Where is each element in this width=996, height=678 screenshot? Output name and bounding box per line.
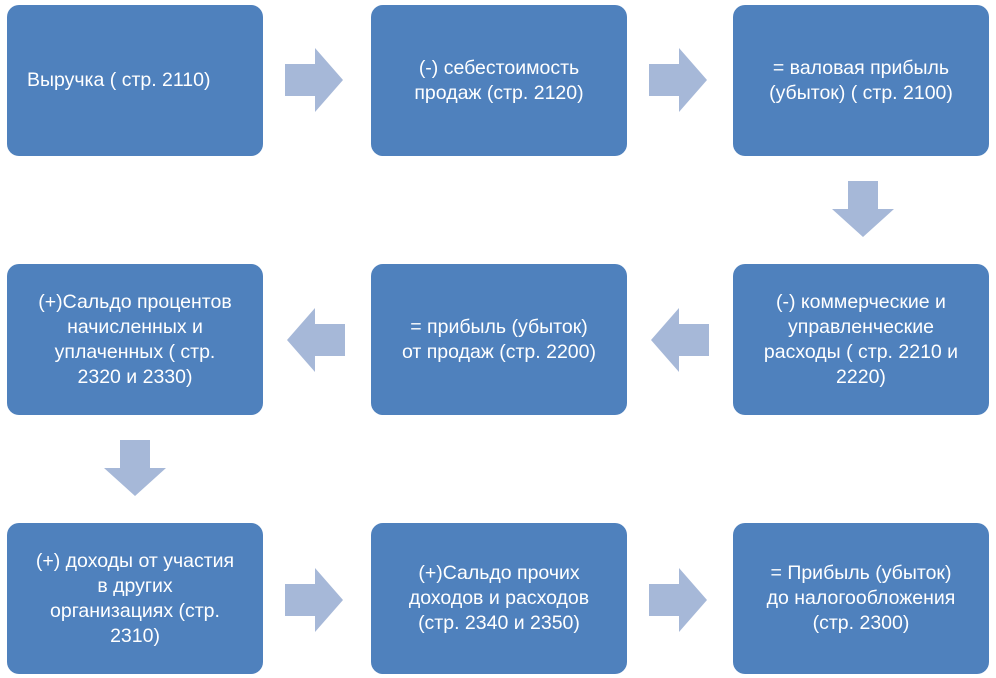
- arrow-right-icon: [649, 568, 707, 632]
- arrow-left-icon: [651, 308, 709, 372]
- box-revenue: Выручка ( стр. 2110): [7, 5, 263, 156]
- arrow-right-icon: [285, 568, 343, 632]
- arrow-right-icon: [285, 48, 343, 112]
- arrow-right-icon: [649, 48, 707, 112]
- box-gross-profit: = валовая прибыль (убыток) ( стр. 2100): [733, 5, 989, 156]
- box-interest-balance: (+)Сальдо процентов начисленных и уплаче…: [7, 264, 263, 415]
- arrow-down-icon: [832, 181, 894, 237]
- box-profit-before-tax: = Прибыль (убыток) до налогообложения (с…: [733, 523, 989, 674]
- box-participation-income: (+) доходы от участия в других организац…: [7, 523, 263, 674]
- box-other-income-expenses: (+)Сальдо прочих доходов и расходов (стр…: [371, 523, 627, 674]
- arrow-down-icon: [104, 440, 166, 496]
- box-cost-of-sales: (-) себестоимость продаж (стр. 2120): [371, 5, 627, 156]
- arrow-left-icon: [287, 308, 345, 372]
- box-selling-admin-expenses: (-) коммерческие и управленческие расход…: [733, 264, 989, 415]
- box-profit-from-sales: = прибыль (убыток) от продаж (стр. 2200): [371, 264, 627, 415]
